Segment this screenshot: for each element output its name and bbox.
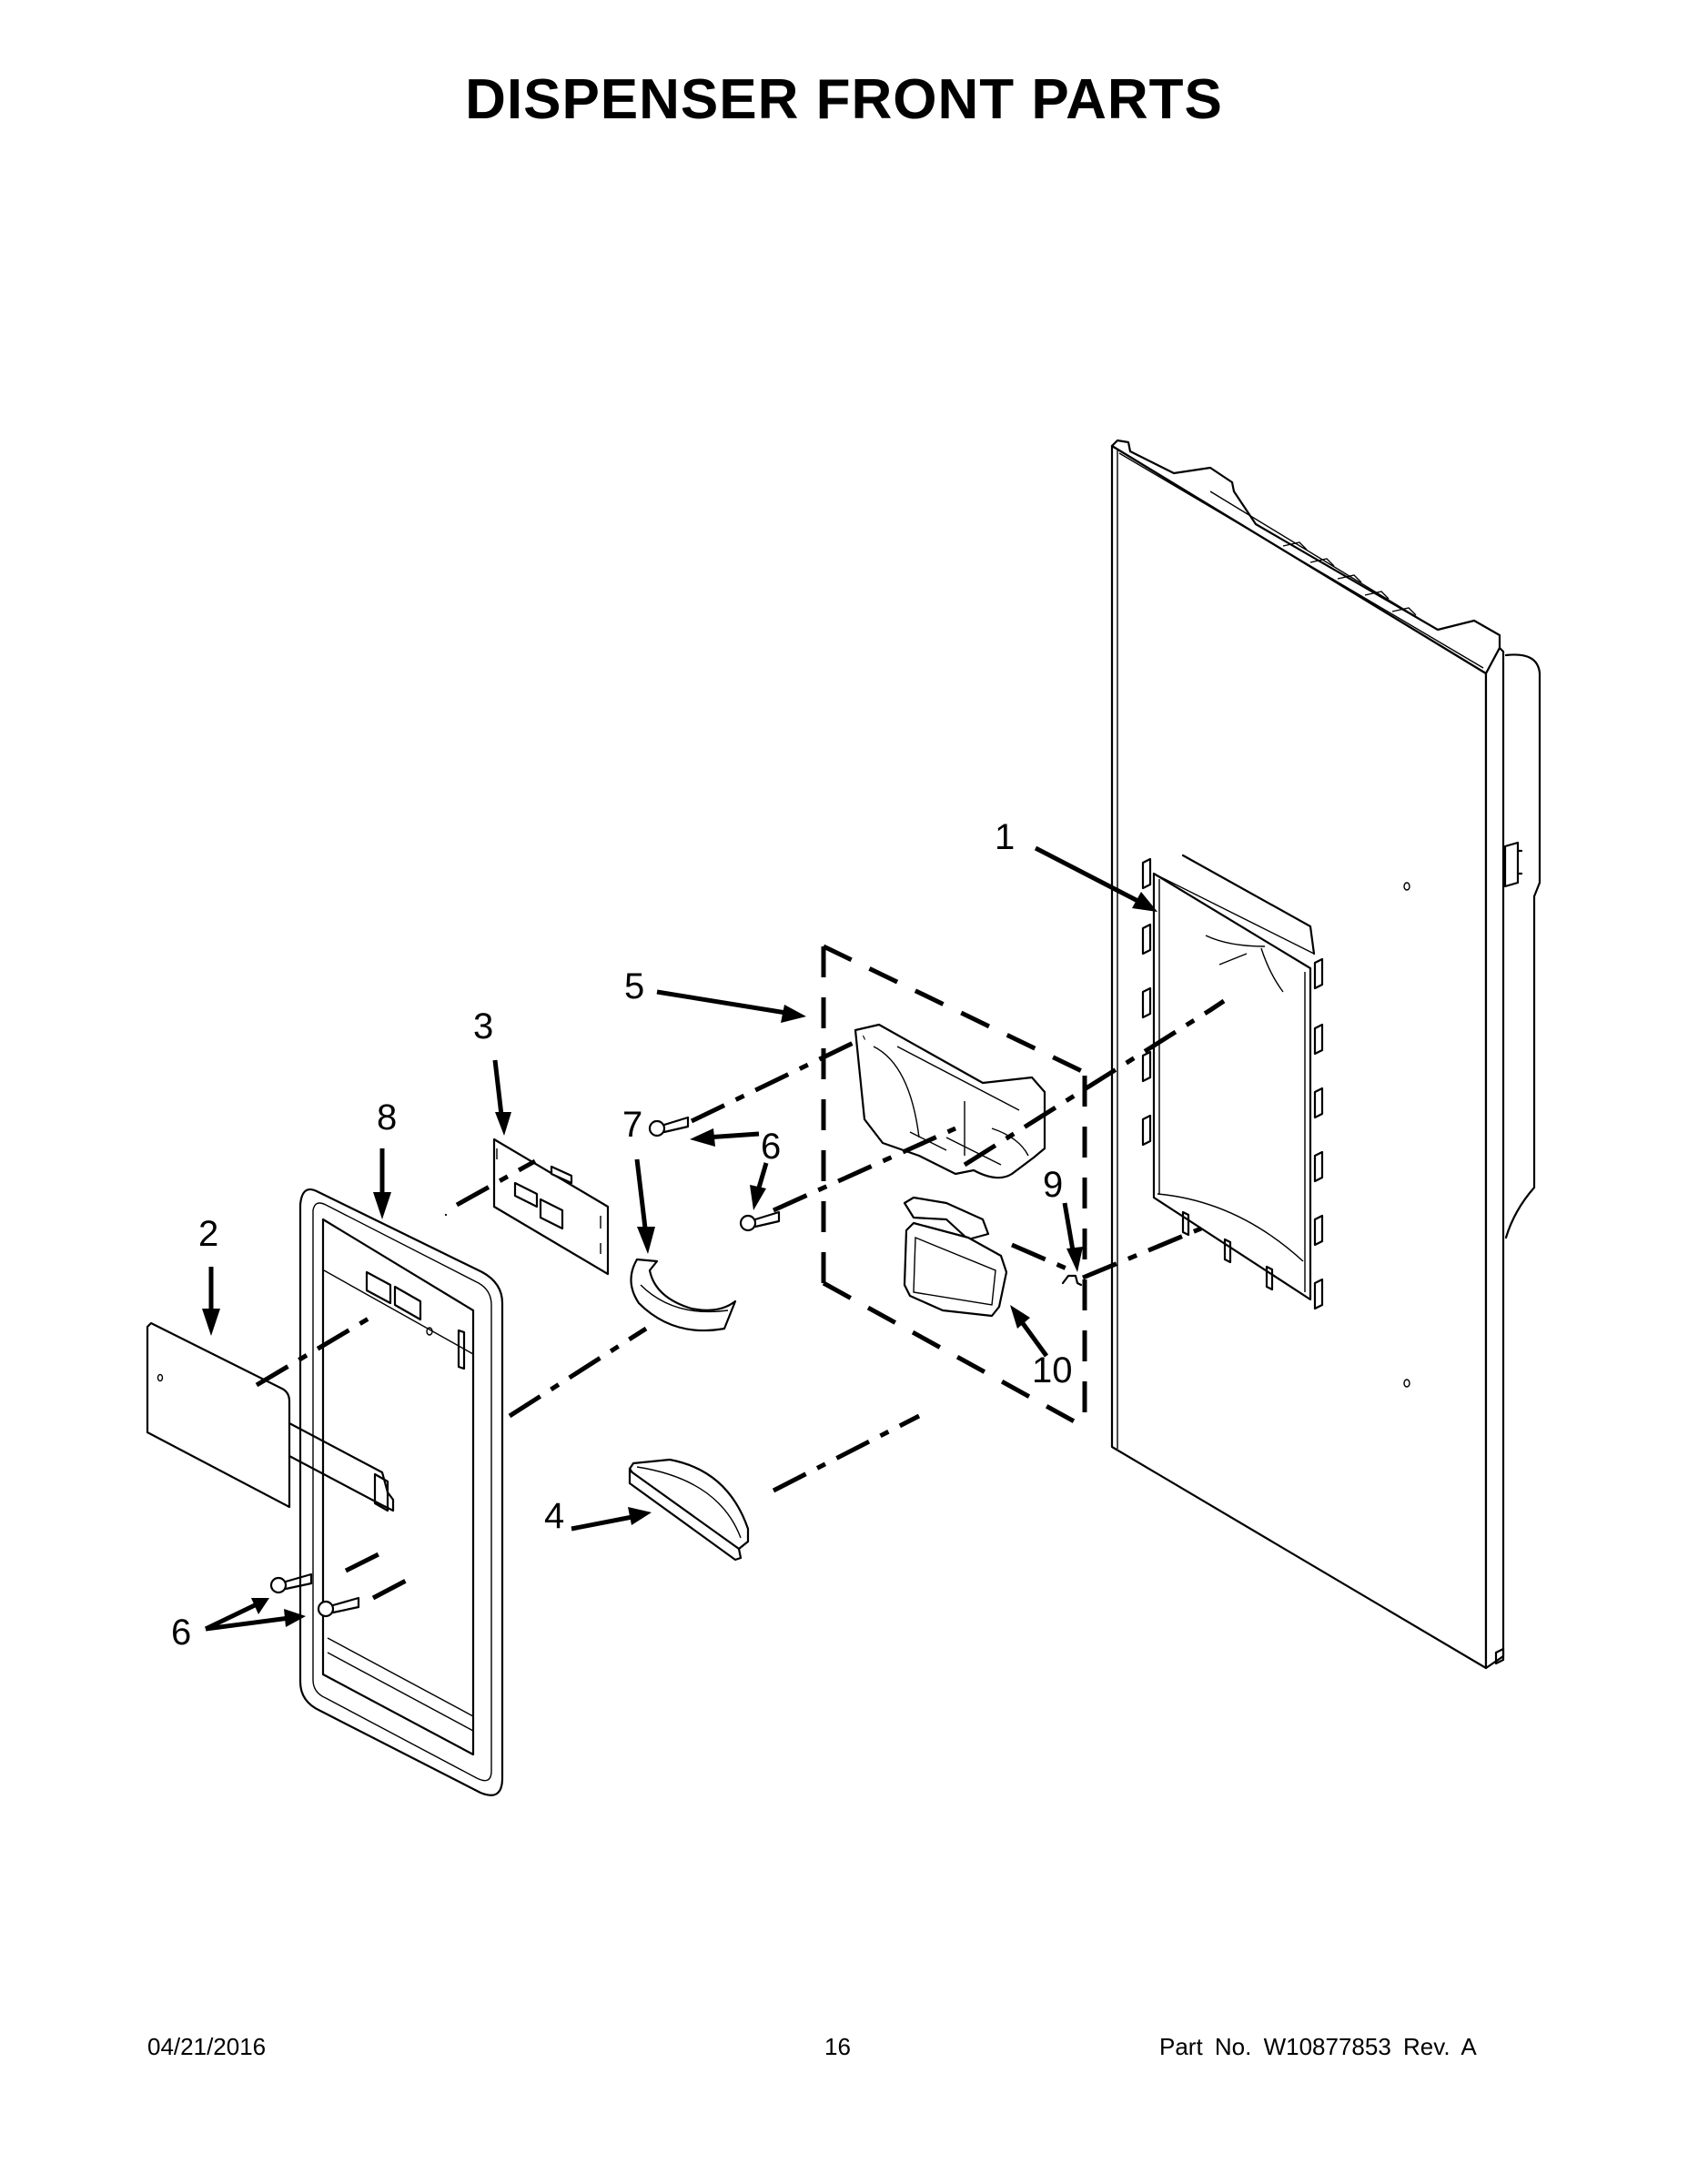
callout-6-lower: 6: [171, 1613, 192, 1653]
footer-date: 04/21/2016: [147, 2033, 267, 2060]
cover-panel-part-2: [146, 1321, 395, 1512]
footer-page-number: 16: [824, 2033, 851, 2060]
dispenser-bezel-part-8: [298, 1188, 504, 1796]
callout-9: 9: [1043, 1165, 1064, 1205]
drip-tray-part-4: [628, 1458, 750, 1562]
screw-icon: [269, 1572, 313, 1594]
callout-10: 10: [1032, 1350, 1073, 1390]
leader-arrows: [202, 845, 1157, 1632]
callout-4: 4: [544, 1496, 565, 1536]
page-title: DISPENSER FRONT PARTS: [465, 68, 1223, 131]
door-panel-part-1: [1110, 439, 1541, 1670]
screw-icon: [648, 1116, 690, 1138]
callout-6-upper: 6: [761, 1127, 782, 1167]
callout-1: 1: [995, 817, 1016, 857]
callout-7: 7: [622, 1105, 643, 1145]
footer-part-number: Part No. W10877853 Rev. A: [1159, 2033, 1477, 2060]
dispenser-actuator-part-5: [821, 944, 1089, 1431]
callout-5: 5: [624, 966, 645, 1006]
control-board-part-3: [444, 1138, 610, 1276]
callout-3: 3: [473, 1006, 494, 1046]
screw-icon: [739, 1210, 781, 1232]
screw-icon: [317, 1596, 360, 1618]
callout-2: 2: [198, 1214, 219, 1254]
assembly-lines: [255, 998, 1226, 1601]
light-bracket-part-7: [630, 1258, 737, 1332]
callout-8: 8: [377, 1097, 398, 1138]
